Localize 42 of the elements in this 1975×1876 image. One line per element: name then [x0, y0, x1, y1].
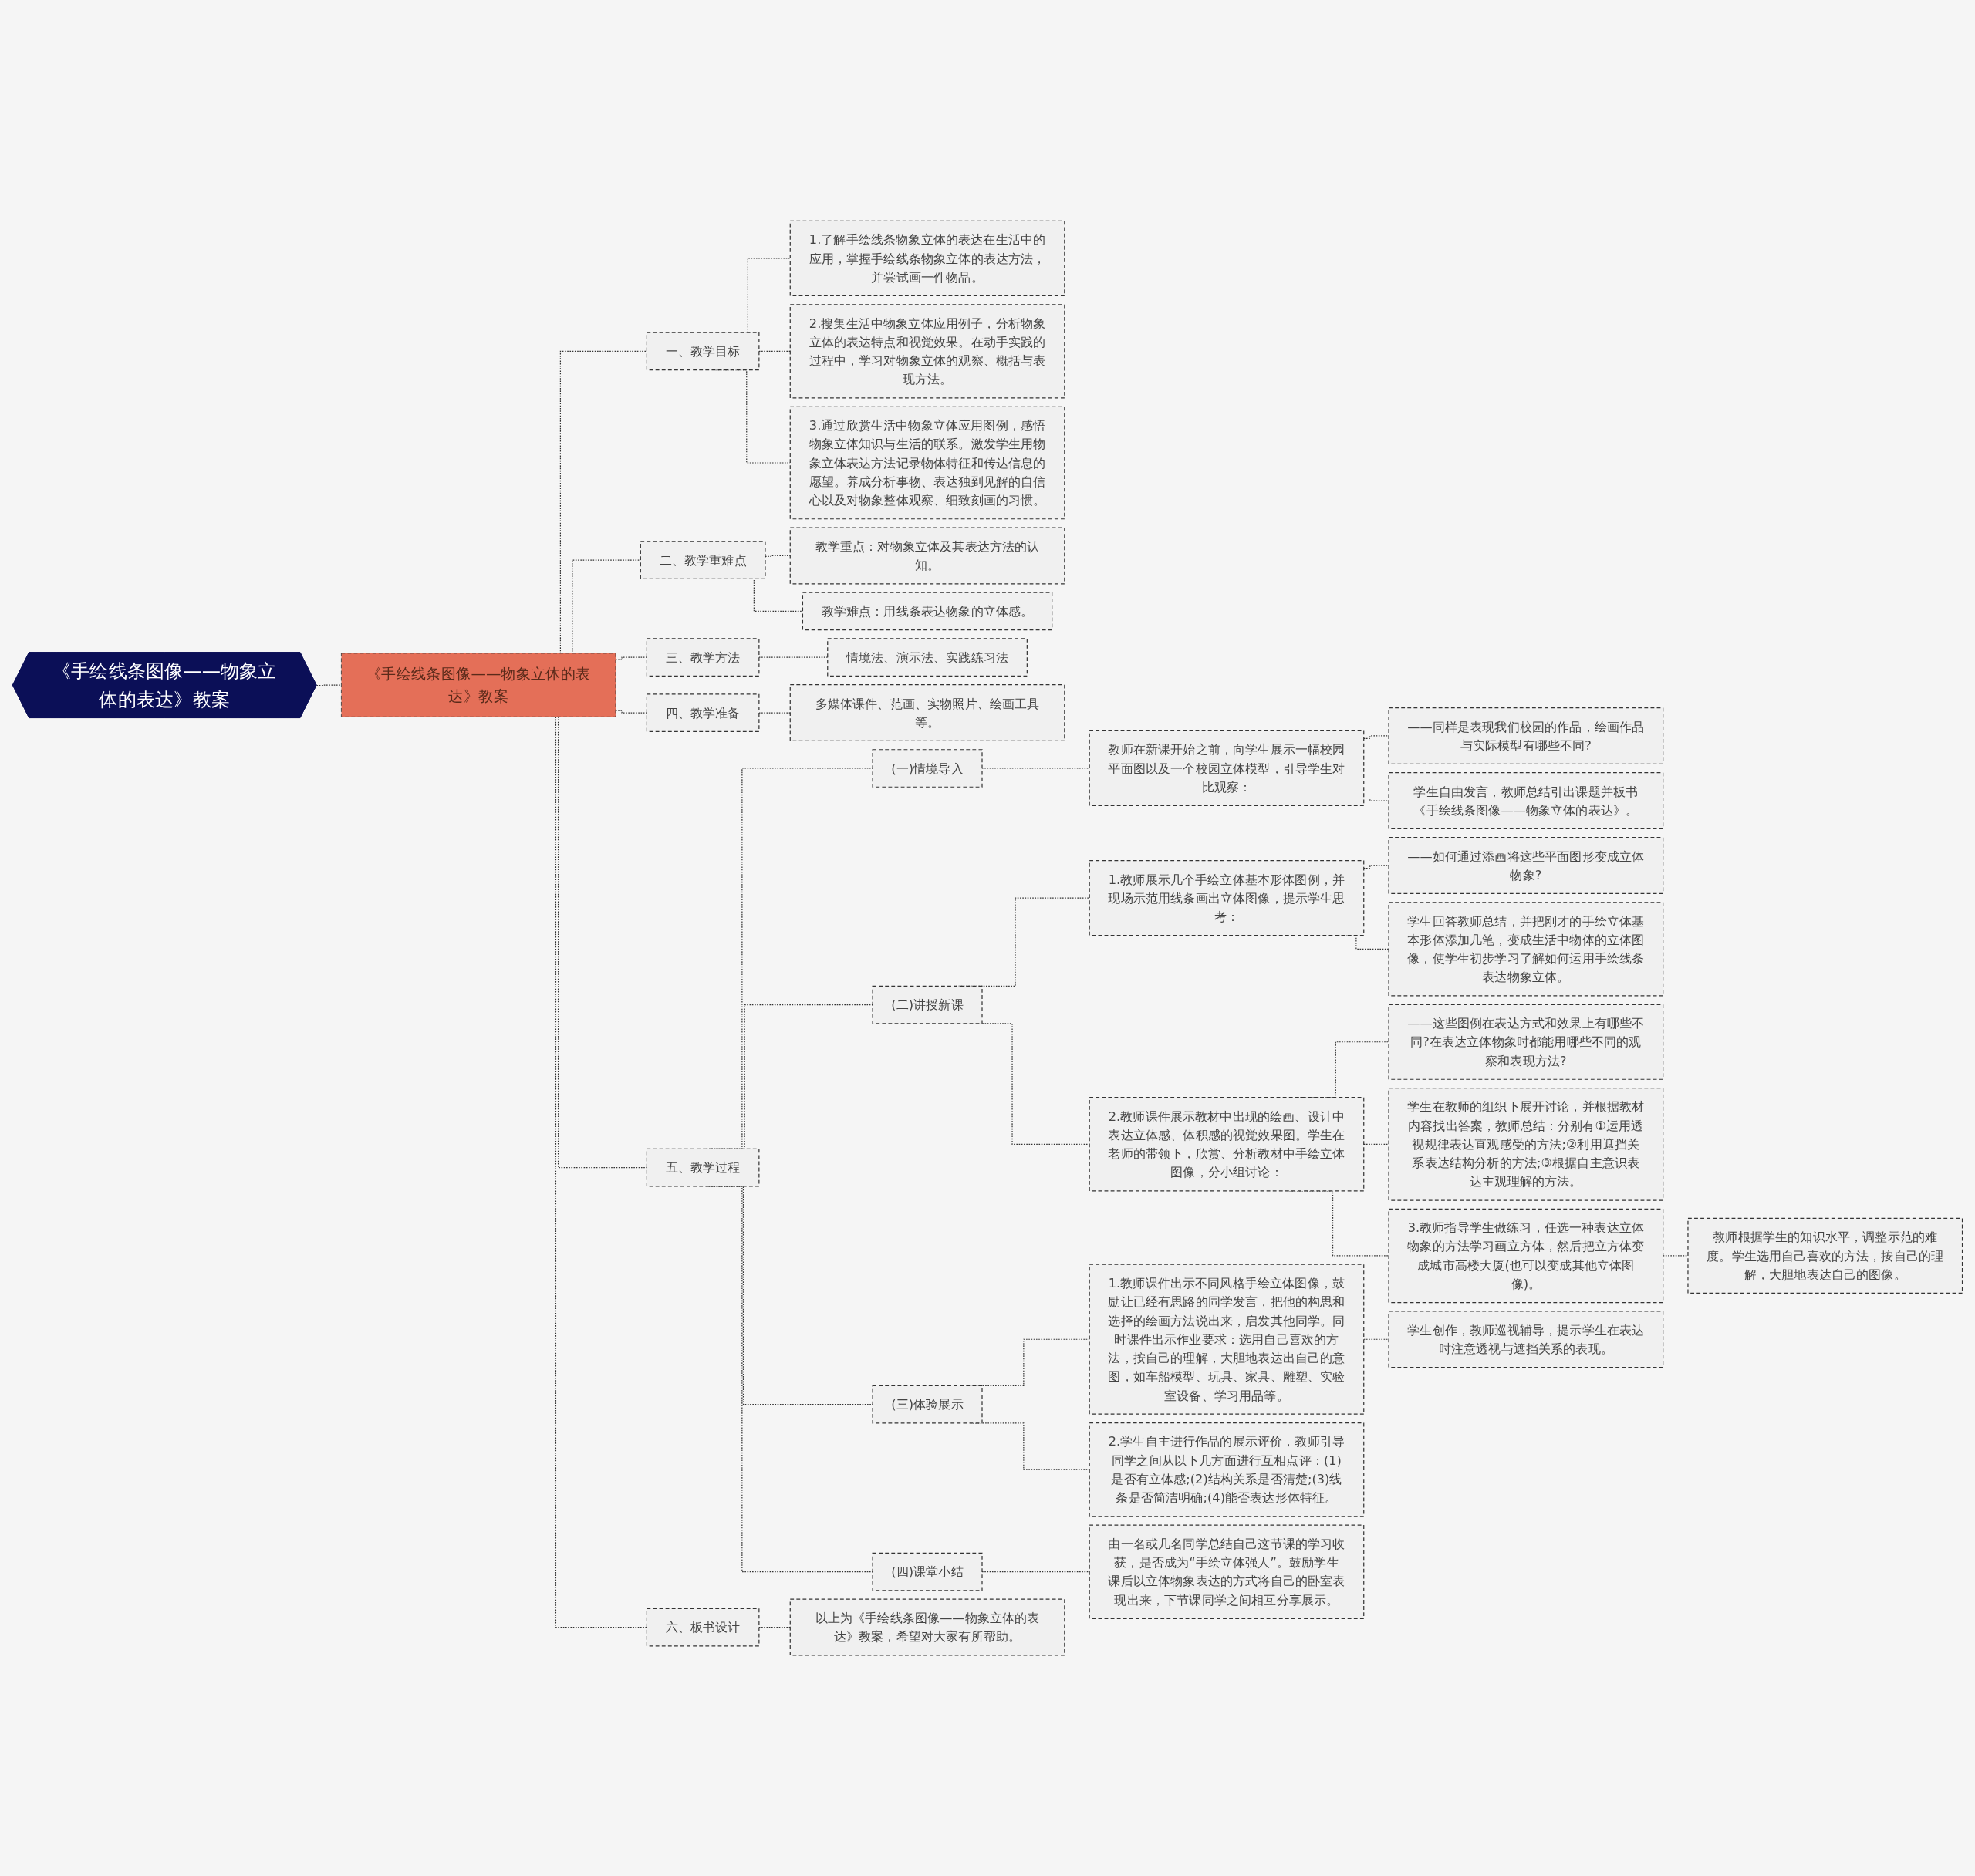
node-box	[1089, 1422, 1365, 1517]
node-box	[789, 1598, 1065, 1656]
node-box	[872, 985, 983, 1024]
node-box	[1388, 771, 1664, 829]
node-box	[1089, 1264, 1365, 1415]
node-box	[872, 1552, 983, 1591]
connector	[316, 684, 342, 686]
node-box	[640, 541, 766, 579]
node-box	[1388, 1208, 1664, 1303]
node-box	[789, 220, 1065, 296]
node-box	[1089, 859, 1365, 936]
node-box	[1388, 836, 1664, 894]
connector	[1363, 865, 1389, 869]
node-box	[1388, 1087, 1664, 1201]
node-box	[872, 748, 983, 788]
mind-map-drawing: 《手绘线条图像——物象立体的表达》教案 《手绘线条图像——物象立体的表达》教案 一、教学目标 1.了解手绘线条物象立体的表达在生活中的应用，掌握手绘线条物象立体的表达方法，并尝试画一件物品。 2.搜集生活中物象立体应用例子，分析物象立体的表达特点和视觉效果。在动手实践的过程中，学习对物象立体的观察、概括与表现方法。 3.通过欣赏生活中物象立体应用图例，感悟物象立体知识与生活的联系。激发学生用物象立体表达方法记录物体特征和传达信息的愿望。养成分析事物、表达独到见解的自信心以及对物象整体观察、细致刻画的习惯。 二、教学重难点 教学重点：对物象立体及其表达方法的认知。 教学难点：用线条表达物象的立体感。 三、教学方法 情境法、演示法、实践练习法 四、教学准备 多媒体课件、范画、实物照片、绘画工具等。 五、教学过程 (一)情境导入 教师在新课开始之前，向学生展示一幅校园平面图以及一个校园立体模型，引导学生对比观察： ——同样是表现我们校园的作品，绘画作品与实际模型有哪些不同? 学生自由发言，教师总结引出课题并板书《手绘线条图像——物象立体的表达》。 (二)讲授新课 1.教师展示几个手绘立体基本形体图例，并现场示范用线条画出立体图像，提示学生思考： ——如何通过添画将这些平面图形变成立体物象? 学生回答教师总结，并把刚才的手绘立体基本形体添加几笔，变成生活中物体的立体图像，使学生初步学习了解如何运用手绘线条表达物象立体。 2.教师课件展示教材中出现的绘画、设计中表达立体感、体积感的视觉效果图。学生在老师的带领下，欣赏、分析教材中手绘立体图像，分小组讨论： ——这些图例在表达方式和效果上有哪些不同?在表达立体物象时都能用哪些不同的观察和表现方法? 学生在教师的组织下展开讨论，并根据教材内容找出答案，教师总结：分别有①运用透视规律表达直观感受的方法;②利用遮挡关系表达结构分析的方法;③根据自主意识表达主观理解的方法。 3.教师指导学生做练习，任选一种表达立体物象的方法学习画立方体，然后把立方体变成城市高楼大厦(也可以变成其他立体图像)。 教师根据学生的知识水平，调整示范的难度。学生选用自己喜欢的方法，按自己的理解，大胆地表达自己的图像。 (三)体验展示 1.教师课件出示不同风格手绘立体图像，鼓励让已经有思路的同学发言，把他的构思和选择的绘画方法说出来，启发其他同学。同时课件出示作业要求：选用自己喜欢的方法，按自己的理解，大胆地表达出自己的意图，如车船模型、玩具、家具、雕塑、实验室设备、学习用品等。 学生创作，教师巡视辅导，提示学生在表达时注意透视与遮挡关系的表现。 2.学生自主进行作品的展示评价，教师引导同学之间从以下几方面进行互相点评：(1)是否有立体感;(2)结构关系是否清楚;(3)线条是否简洁明确;(4)能否表达形体特征。 (四)课堂小结 由一名或几名同学总结自己这节课的学习收获，是否成为“手绘立体强人”。鼓励学生课后以立体物象表达的方式将自己的卧室表现出来，下节课同学之间相互分享展示。 六、板书设计 以上为《手绘线条图像——物象立体的表达》教案，希望对大家有所帮助。	[8, 215, 1967, 1661]
node-box	[1089, 1524, 1365, 1619]
node-box	[1388, 901, 1664, 997]
node-box	[789, 683, 1065, 741]
node-box	[646, 638, 760, 677]
node-box	[646, 332, 760, 370]
node-box	[646, 1148, 760, 1187]
connector	[1363, 735, 1389, 739]
node-box	[827, 638, 1028, 677]
node-box	[1388, 1311, 1664, 1368]
connector	[1363, 797, 1389, 801]
node-box	[1089, 730, 1365, 806]
node-box	[1687, 1217, 1963, 1294]
node-box	[341, 653, 616, 717]
connector	[615, 656, 647, 660]
node-box	[802, 592, 1053, 630]
node-box	[1089, 1096, 1365, 1192]
node-box	[789, 527, 1065, 585]
node-box	[1388, 1004, 1664, 1080]
node-box	[789, 406, 1065, 520]
node-box	[789, 303, 1065, 399]
node-box	[1388, 707, 1664, 764]
connector	[1363, 1143, 1389, 1145]
node-box	[872, 1385, 983, 1424]
node-box	[646, 1608, 760, 1647]
node-box	[646, 693, 760, 732]
connector	[615, 710, 647, 714]
